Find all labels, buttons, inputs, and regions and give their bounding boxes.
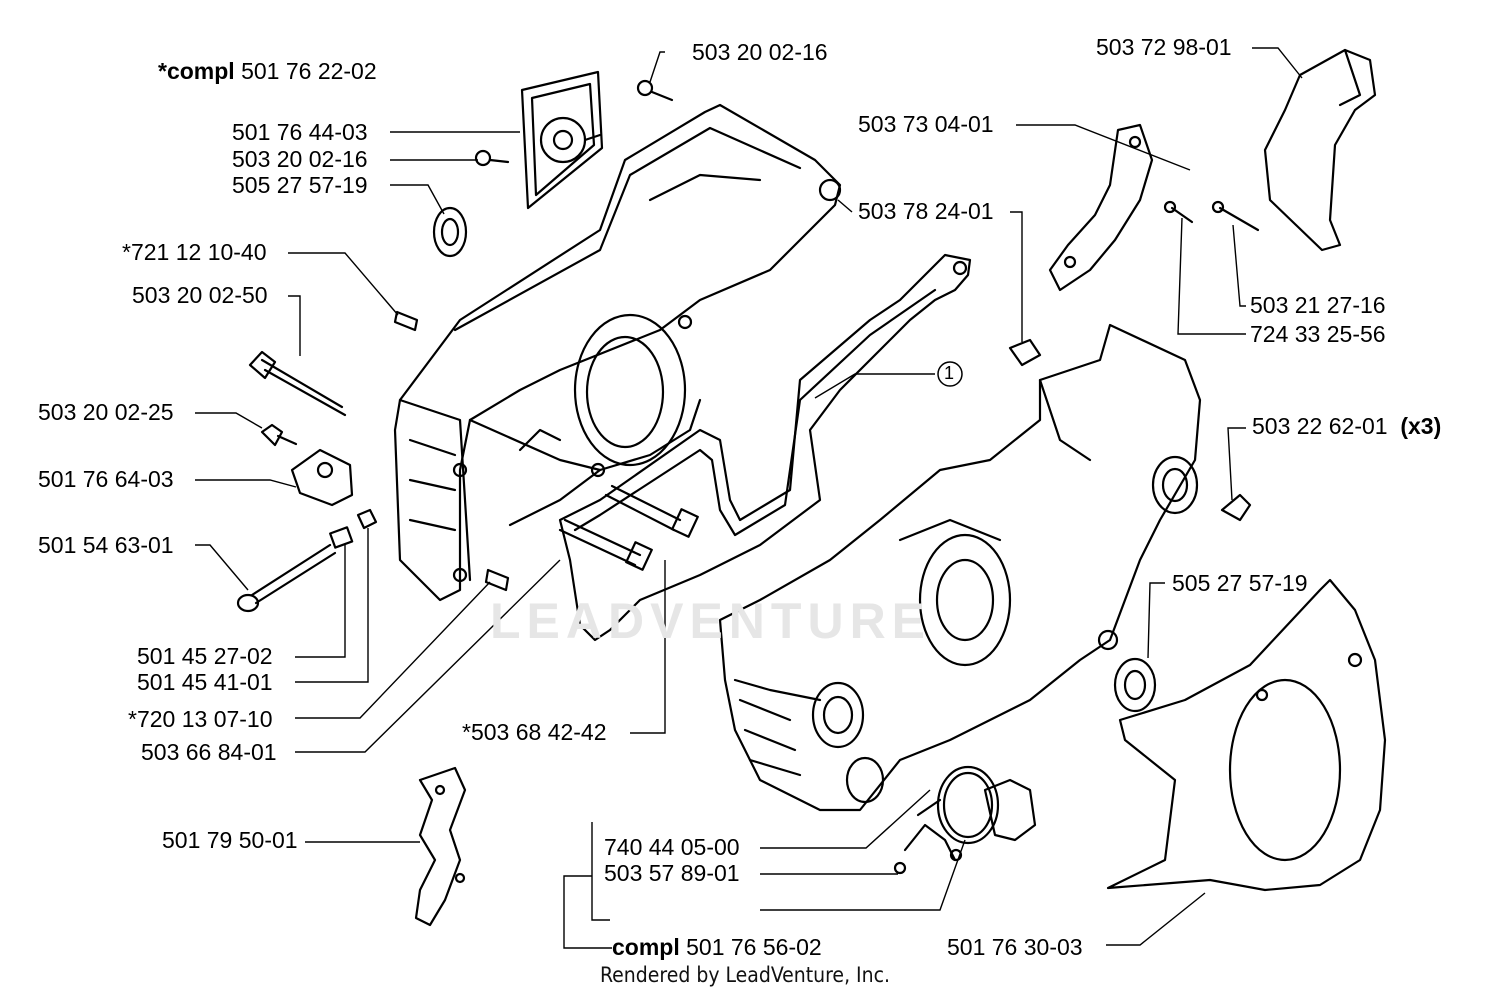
label-740440500: 740 44 05-00 (604, 834, 740, 860)
gasket (558, 253, 972, 642)
label-501452702: 501 45 27-02 (137, 643, 273, 669)
leader-lines (195, 47, 1303, 949)
watermark: LEADVENTURE (490, 593, 932, 649)
label-503226201-num: 503 22 62-01 (1252, 413, 1388, 439)
label-503684242: *503 68 42-42 (462, 719, 607, 745)
adjuster-screw (236, 543, 337, 613)
label-503200225: 503 20 02-25 (38, 399, 174, 425)
label-505275719-b: 505 27 57-19 (1172, 570, 1308, 596)
label-501764403: 501 76 44-03 (232, 119, 368, 145)
nut (356, 508, 378, 530)
mount-plate-top (520, 70, 604, 210)
chain-catcher (414, 766, 467, 927)
right-crankcase-half (718, 323, 1202, 812)
stud-bolts (558, 484, 699, 571)
label-503729801: 503 72 98-01 (1096, 34, 1232, 60)
label-compl-top-prefix: *compl (158, 58, 235, 84)
label-501763003: 501 76 30-03 (947, 934, 1083, 960)
oil-cap-assembly (893, 765, 1037, 875)
long-bolt (248, 350, 347, 417)
label-compl-top: *compl 501 76 22-02 (158, 60, 377, 83)
clip (1220, 493, 1252, 522)
label-compl-bottom-prefix: compl (612, 934, 680, 960)
label-720130710: *720 13 07-10 (128, 706, 273, 732)
label-501546301: 501 54 63-01 (38, 532, 174, 558)
left-crankcase-half (393, 103, 842, 602)
label-compl-top-num: 501 76 22-02 (241, 58, 377, 84)
label-503668401: 503 66 84-01 (141, 739, 277, 765)
label-503200250: 503 20 02-50 (132, 282, 268, 308)
label-724332556: 724 33 25-56 (1250, 321, 1386, 347)
label-503578901: 503 57 89-01 (604, 860, 740, 886)
screw-top-16b (474, 149, 510, 167)
callout-circle (937, 361, 963, 387)
deflector (1263, 48, 1377, 252)
pin-top (393, 310, 419, 332)
washer (329, 526, 354, 549)
clutch-cover (1106, 578, 1387, 892)
label-503200216-a: 503 20 02-16 (232, 146, 368, 172)
pin-bottom (484, 568, 510, 592)
label-501454101: 501 45 41-01 (137, 669, 273, 695)
label-compl-bottom: compl 501 76 56-02 (612, 936, 822, 959)
seal-right (1113, 657, 1157, 713)
screw-25 (260, 423, 298, 447)
label-721121040: *721 12 10-40 (122, 239, 267, 265)
label-503200216-b: 503 20 02-16 (692, 39, 828, 65)
seal-left (432, 206, 468, 258)
label-501795001: 501 79 50-01 (162, 827, 298, 853)
label-x3: (x3) (1400, 413, 1442, 439)
label-501766403: 501 76 64-03 (38, 466, 174, 492)
grommet (1008, 338, 1042, 367)
callout-1-label: 1 (944, 363, 955, 383)
label-503730401: 503 73 04-01 (858, 111, 994, 137)
label-compl-bottom-num: 501 76 56-02 (686, 934, 822, 960)
label-503782401: 503 78 24-01 (858, 198, 994, 224)
footer-credit: Rendered by LeadVenture, Inc. (600, 963, 890, 987)
screws-right (1163, 200, 1260, 232)
label-505275719-a: 505 27 57-19 (232, 172, 368, 198)
label-503212716: 503 21 27-16 (1250, 292, 1386, 318)
screw-top-16a (636, 79, 674, 102)
label-503226201: 503 22 62-01 (x3) (1252, 415, 1441, 438)
adjuster-body (290, 448, 354, 507)
